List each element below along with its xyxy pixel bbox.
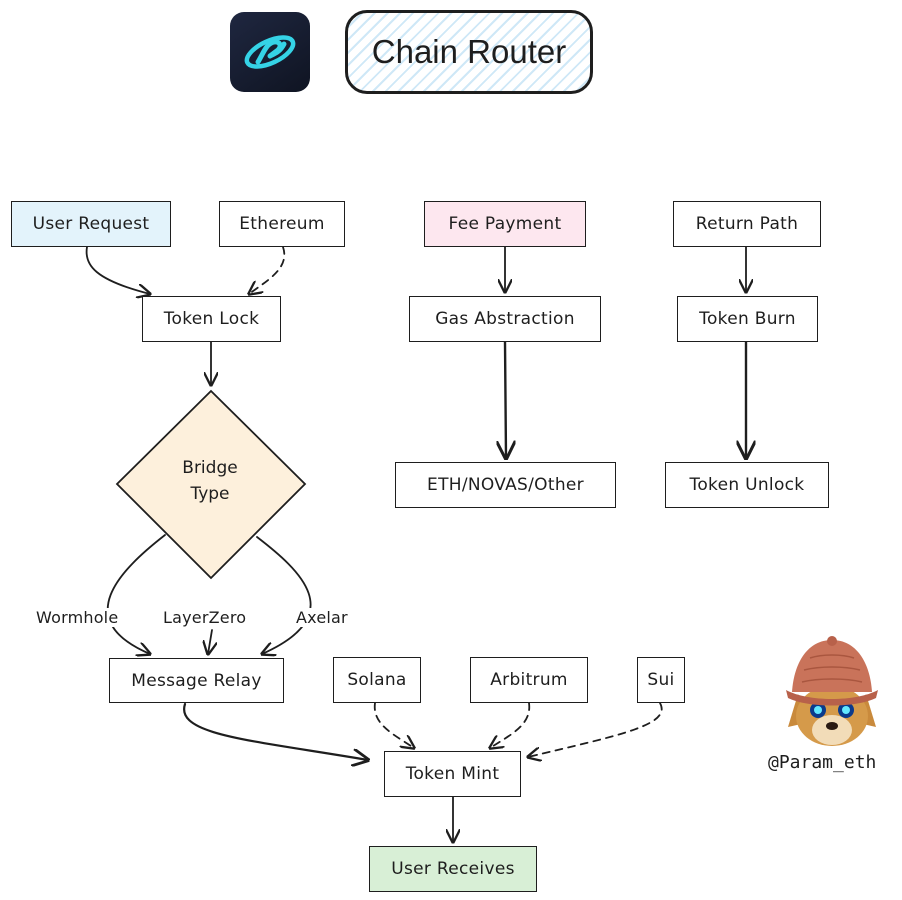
bridge-type-label: Bridge Type xyxy=(140,455,280,507)
bridge-type-diamond xyxy=(115,389,307,580)
author-handle: @Param_eth xyxy=(768,752,877,773)
chain-router-logo-icon xyxy=(230,12,310,92)
node-sui: Sui xyxy=(637,657,685,703)
node-eth-novas-other: ETH/NOVAS/Other xyxy=(395,462,616,508)
node-user-request: User Request xyxy=(11,201,171,247)
edge-sui-to-mint xyxy=(528,702,663,757)
node-return-path: Return Path xyxy=(673,201,821,247)
bridge-type-line1: Bridge xyxy=(182,458,238,478)
edge-arbitrum-to-mint xyxy=(490,702,531,748)
node-ethereum: Ethereum xyxy=(219,201,345,247)
edge-gas-to-eth xyxy=(505,340,506,458)
edge-ethereum-to-token-lock xyxy=(249,246,286,294)
edge-label-layerzero: LayerZero xyxy=(163,608,247,627)
node-token-burn: Token Burn xyxy=(677,296,818,342)
node-gas-abstraction: Gas Abstraction xyxy=(409,296,601,342)
node-token-mint: Token Mint xyxy=(384,751,521,797)
edge-bridge-wormhole xyxy=(106,534,166,654)
edge-label-wormhole: Wormhole xyxy=(36,608,119,627)
node-fee-payment: Fee Payment xyxy=(424,201,586,247)
edge-bridge-axelar xyxy=(256,536,312,654)
node-solana: Solana xyxy=(333,657,421,703)
edge-relay-to-mint xyxy=(183,702,368,760)
dog-with-hat-avatar xyxy=(778,632,886,750)
node-token-unlock: Token Unlock xyxy=(665,462,829,508)
node-message-relay: Message Relay xyxy=(109,658,284,703)
node-arbitrum: Arbitrum xyxy=(470,657,588,703)
node-token-lock: Token Lock xyxy=(142,296,281,342)
edge-label-axelar: Axelar xyxy=(296,608,348,627)
edge-user-request-to-token-lock xyxy=(85,246,150,294)
bridge-type-line2: Type xyxy=(190,484,230,504)
node-user-receives: User Receives xyxy=(369,846,537,892)
edge-solana-to-mint xyxy=(374,702,414,748)
page-title: Chain Router xyxy=(345,10,593,94)
